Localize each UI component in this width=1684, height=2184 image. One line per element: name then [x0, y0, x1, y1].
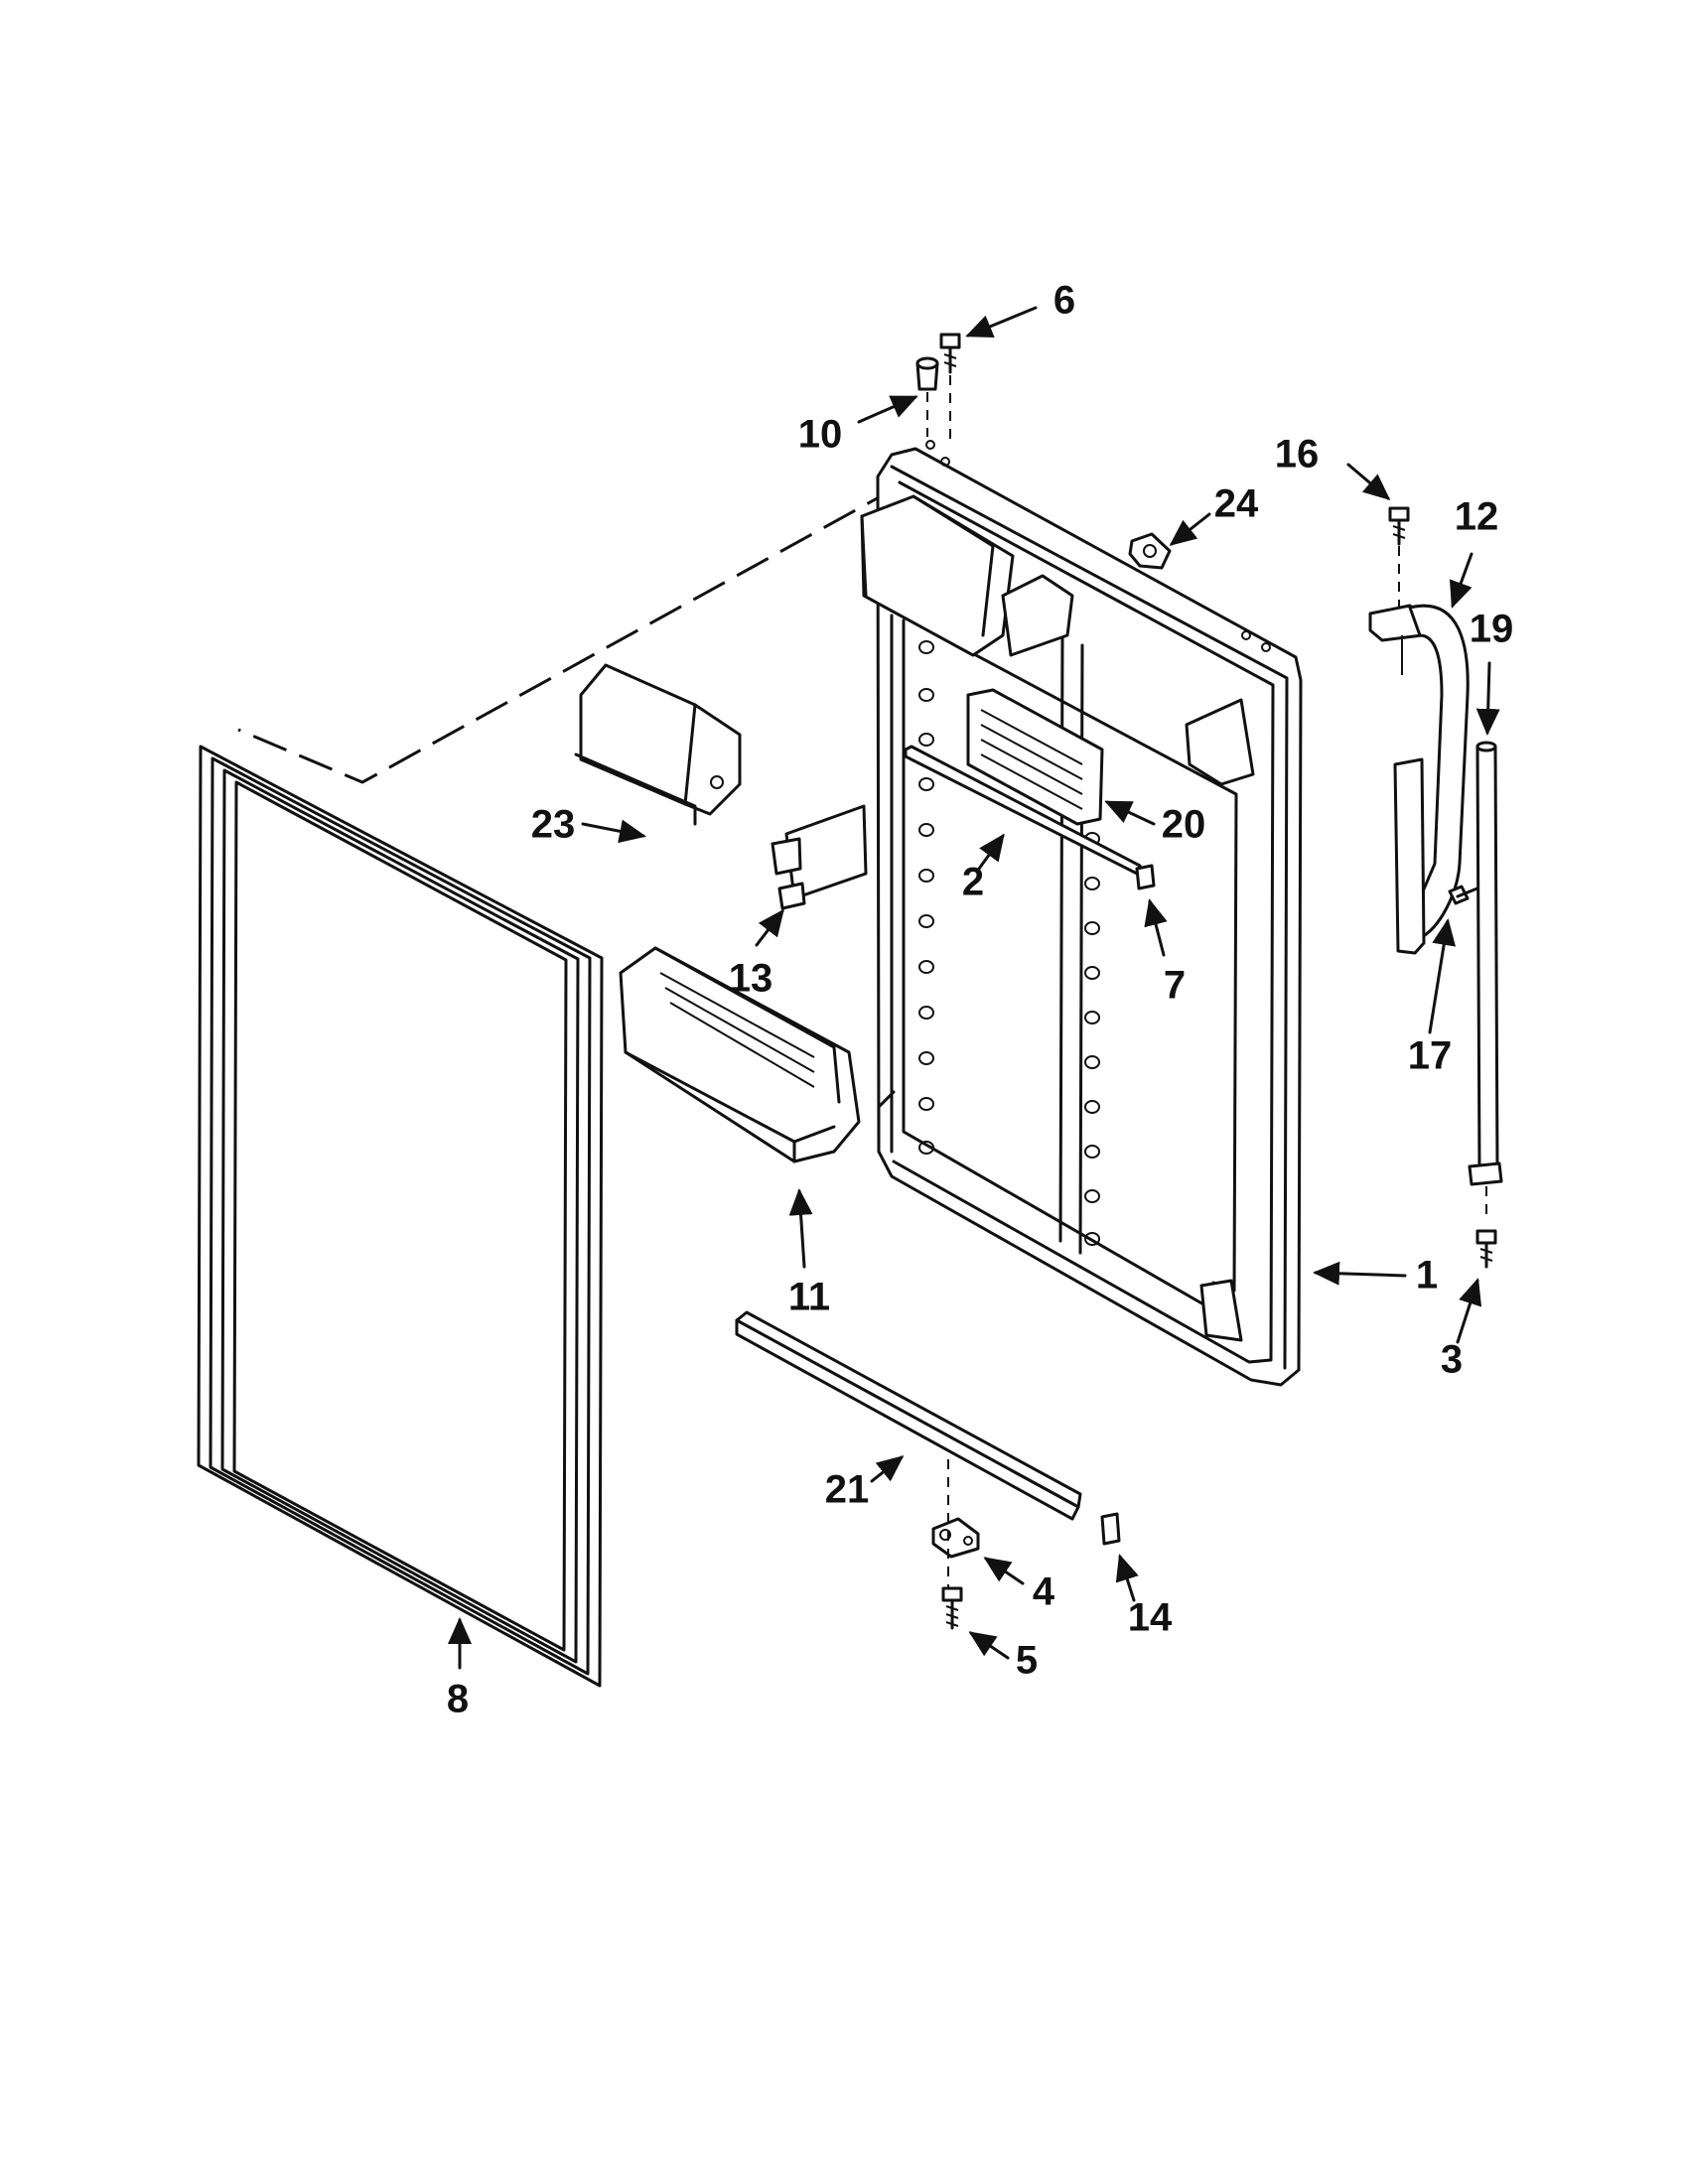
handle-trim-rod: [1468, 741, 1503, 1186]
callout-23: 23: [531, 803, 576, 847]
callout-24: 24: [1214, 482, 1259, 526]
callout-6: 6: [1053, 279, 1075, 323]
callout-4: 4: [1033, 1570, 1055, 1614]
callout-20: 20: [1162, 803, 1206, 847]
door-gasket: [197, 745, 604, 1688]
rail-end-cap: [1135, 864, 1156, 890]
lower-hinge: [931, 1517, 980, 1559]
dairy-door-panel: [966, 688, 1104, 826]
hinge-screw: [941, 1586, 963, 1630]
trim-end-cap: [1100, 1512, 1121, 1546]
door-liner-holes-left: [918, 640, 934, 1155]
rod-screw: [1475, 1229, 1497, 1269]
shelf-retainer: [771, 804, 868, 910]
dairy-bin-cover: [574, 663, 742, 826]
door-handle: [1368, 604, 1470, 955]
callout-2: 2: [962, 861, 984, 904]
callout-11: 11: [788, 1276, 830, 1319]
hinge-plug: [915, 356, 939, 391]
callout-21: 21: [825, 1468, 870, 1512]
door-bin: [619, 946, 861, 1163]
door-liner: [860, 440, 1303, 1387]
callout-13: 13: [729, 957, 773, 1001]
leader-arrows: [448, 306, 1500, 1670]
alignment-line: [237, 484, 900, 784]
callout-16: 16: [1275, 433, 1320, 477]
callout-12: 12: [1455, 495, 1499, 539]
callout-3: 3: [1441, 1338, 1463, 1382]
callout-8: 8: [447, 1678, 469, 1721]
callout-7: 7: [1164, 964, 1186, 1008]
bottom-trim-strip: [735, 1310, 1082, 1521]
callout-1: 1: [1416, 1254, 1438, 1297]
callout-10: 10: [798, 413, 843, 457]
handle-screw: [1388, 506, 1410, 546]
top-screw: [939, 333, 961, 374]
door-stop: [1128, 532, 1172, 570]
callout-14: 14: [1128, 1596, 1173, 1640]
callout-5: 5: [1016, 1639, 1038, 1683]
callout-17: 17: [1408, 1034, 1453, 1078]
callout-19: 19: [1470, 608, 1514, 651]
callout-labels: 6 10 24 16 12 19 23 20 2 13 7 17 11 1 3 …: [447, 279, 1513, 1721]
